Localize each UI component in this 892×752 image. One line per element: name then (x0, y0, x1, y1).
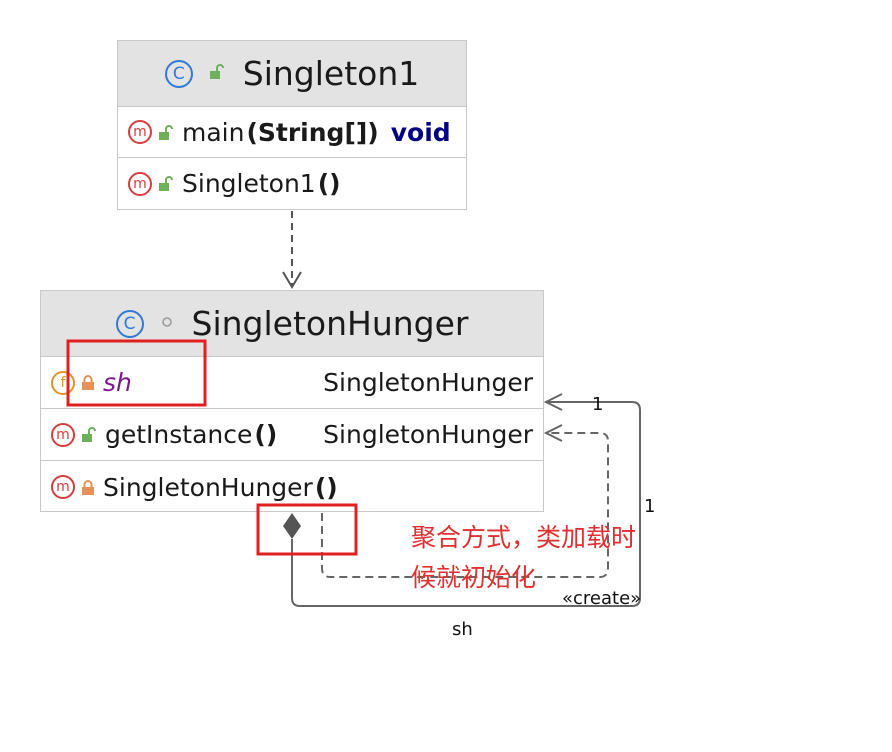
class-name: Singleton1 (242, 54, 420, 93)
field-type: SingletonHunger (323, 368, 533, 397)
package-private-dot-icon (160, 314, 174, 333)
method-name: main (182, 117, 245, 147)
method-params: () (254, 420, 278, 449)
class-header: C SingletonHunger (41, 291, 543, 357)
method-params: (String[]) (246, 117, 379, 147)
private-lock-icon (81, 473, 95, 502)
return-type: void (390, 117, 451, 147)
field-name: sh (103, 368, 132, 397)
create-stereotype: «create» (562, 588, 642, 609)
method-row[interactable]: m getInstance () SingletonHunger (41, 409, 543, 461)
create-multiplicity: 1 (644, 496, 656, 517)
constructor-row[interactable]: m SingletonHunger () (41, 461, 543, 513)
aggregation-diamond (283, 513, 301, 539)
method-name: getInstance (105, 420, 253, 449)
constructor-name: Singleton1 (182, 169, 316, 198)
annotation-note: 聚合方式，类加载时 候就初始化 (411, 518, 636, 598)
create-arrowhead (543, 424, 563, 442)
aggregation-arrowhead (543, 393, 563, 411)
method-icon: m (128, 171, 152, 196)
aggregation-multiplicity: 1 (592, 394, 604, 415)
aggregation-role: sh (452, 619, 473, 640)
class-singleton-hunger[interactable]: C SingletonHunger f sh SingletonHunger m… (40, 290, 544, 512)
public-lock-icon (158, 169, 174, 198)
dependency-arrowhead (282, 271, 302, 289)
method-icon: m (128, 120, 152, 144)
private-lock-icon (81, 368, 95, 397)
public-lock-icon (158, 118, 174, 147)
method-icon: m (51, 475, 75, 499)
public-lock-icon (209, 63, 225, 84)
public-lock-icon (81, 420, 97, 449)
method-row[interactable]: m main (String[]) void (118, 107, 466, 158)
class-name: SingletonHunger (191, 304, 469, 343)
field-row[interactable]: f sh SingletonHunger (41, 357, 543, 409)
method-icon: m (51, 422, 75, 447)
class-header: C Singleton1 (118, 41, 466, 107)
field-icon: f (51, 370, 75, 395)
class-singleton1[interactable]: C Singleton1 m main (String[]) void m Si… (117, 40, 467, 210)
class-icon: C (115, 309, 144, 338)
constructor-row[interactable]: m Singleton1 () (118, 158, 466, 209)
return-type: SingletonHunger (323, 420, 533, 449)
constructor-name: SingletonHunger (103, 472, 313, 502)
annotation-line-2: 候就初始化 (411, 563, 537, 592)
annotation-line-1: 聚合方式，类加载时 (411, 523, 637, 552)
constructor-params: () (314, 472, 338, 502)
constructor-params: () (317, 169, 341, 198)
class-icon: C (164, 59, 193, 88)
